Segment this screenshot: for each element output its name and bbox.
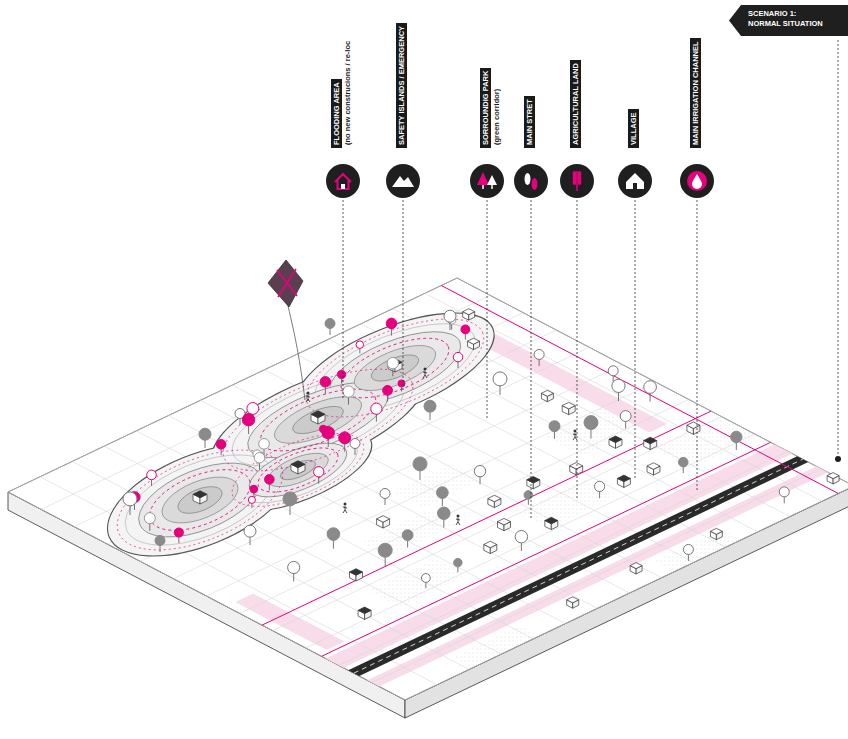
callout-tag: SAFETY ISLANDS / EMERGENCY [396, 23, 407, 148]
label-note: (green corridor) [491, 86, 502, 148]
label-tag: FLOODING AREA [331, 79, 342, 148]
callout-tag: MAIN STRET [524, 96, 535, 148]
ground-slab [8, 278, 848, 718]
label-tag: VILLAGE [628, 109, 639, 148]
callout-tag: SORROUNDIG PARK(green corridor) [480, 68, 502, 148]
label-tag: AGRICULTURAL LAND [570, 60, 581, 148]
kite [268, 260, 305, 400]
scenario-flag [729, 5, 848, 36]
label-tag: SAFETY ISLANDS / EMERGENCY [396, 23, 407, 148]
village-objects [123, 309, 839, 620]
callout-tag: FLOODING AREA(no new construcions / re-l… [331, 38, 353, 148]
label-tag: MAIN STRET [524, 96, 535, 148]
callout-tag: AGRICULTURAL LAND [570, 60, 581, 148]
label-tag: MAIN IRRIGATION CHANNEL [690, 38, 701, 148]
hill-islands [93, 291, 508, 578]
label-tag: SORROUNDIG PARK [480, 68, 491, 148]
callout-tag: VILLAGE [628, 109, 639, 148]
scenario-title: SCENARIO 1: NORMAL SITUATION [748, 9, 828, 29]
callout-icons [326, 164, 714, 198]
leader-lines [343, 40, 841, 520]
callout-tag: MAIN IRRIGATION CHANNEL [690, 38, 701, 148]
label-note: (no new construcions / re-loc [342, 38, 353, 148]
